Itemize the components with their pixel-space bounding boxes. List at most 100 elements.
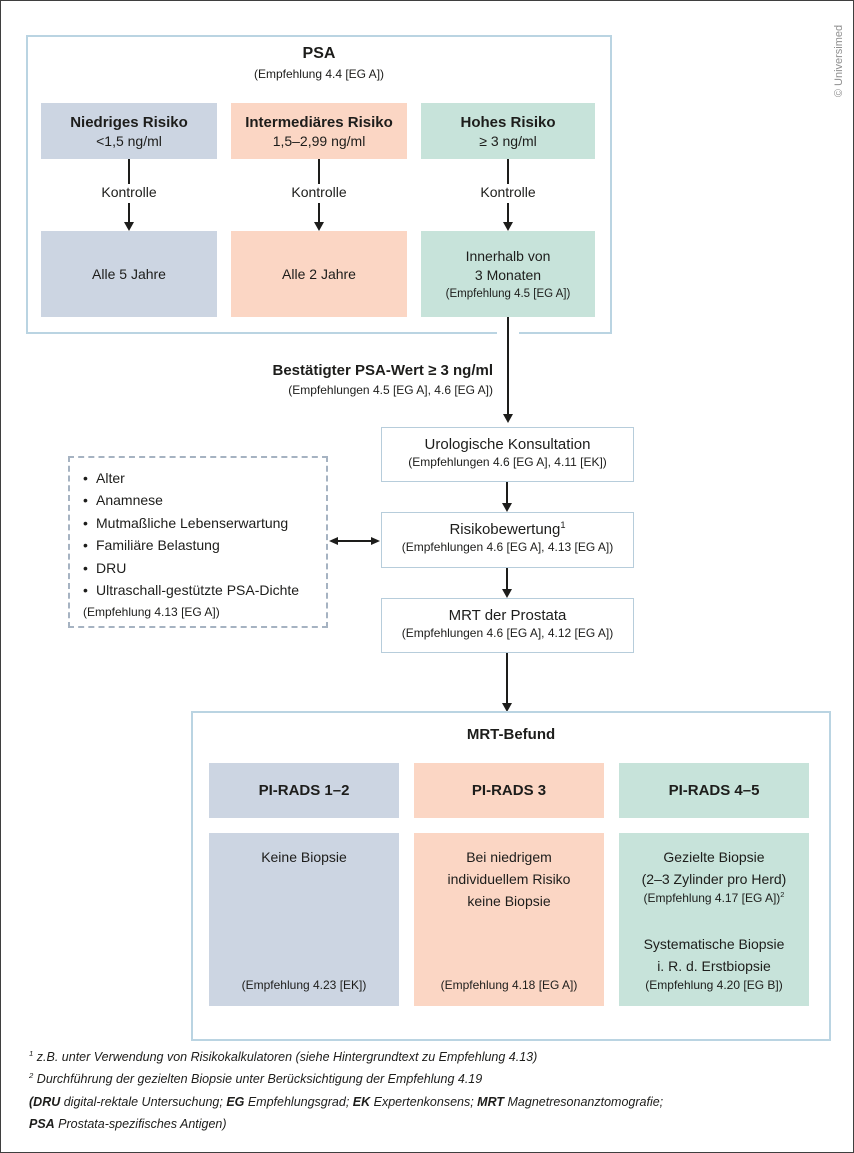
footnotes: 1 z.B. unter Verwendung von Risikokalkul… [29, 1046, 829, 1136]
pirads-4-5-block2-line1: Systematische Biopsie [643, 936, 785, 952]
pirads-3-text-line1: Bei niedrigem [466, 849, 552, 865]
abbr-eg-def: Empfehlungsgrad; [244, 1094, 353, 1109]
action-box-intermediate: Alle 2 Jahre [231, 231, 407, 317]
footnote-2-marker: 2 [29, 1071, 34, 1081]
action-box-high-note: (Empfehlung 4.5 [EG A]) [445, 287, 571, 300]
mrt-befund-title: MRT-Befund [466, 726, 556, 743]
risk-assessment-box: Risikobewertung1 (Empfehlungen 4.6 [EG A… [381, 512, 634, 568]
connector-line [337, 540, 372, 542]
copyright-credit: © Universimed [833, 24, 845, 98]
risk-factors-box: •Alter •Anamnese •Mutmaßliche Lebenserwa… [68, 456, 328, 628]
mrt-prostata-box: MRT der Prostata (Empfehlungen 4.6 [EG A… [381, 598, 634, 653]
risk-box-intermediate-value: 1,5–2,99 ng/ml [272, 132, 366, 149]
pirads-3-label: PI-RADS 3 [471, 782, 547, 799]
urologic-consultation-box: Urologische Konsultation (Empfehlungen 4… [381, 427, 634, 482]
pirads-4-5-label: PI-RADS 4–5 [668, 782, 760, 799]
risk-assessment-title: Risikobewertung1 [382, 520, 633, 540]
footnote-1-text: z.B. unter Verwendung von Risikokalkulat… [33, 1050, 538, 1064]
abbr-dru-def: digital-rektale Untersuchung; [60, 1094, 227, 1109]
action-box-high: Innerhalb von 3 Monaten (Empfehlung 4.5 … [421, 231, 595, 317]
footnote-2-text: Durchführung der gezielten Biopsie unter… [33, 1072, 483, 1087]
abbr-ek-def: Expertenkonsens; [370, 1094, 478, 1109]
pirads-3-header: PI-RADS 3 [414, 763, 604, 818]
urologic-consultation-subtitle: (Empfehlungen 4.6 [EG A], 4.11 [EK]) [408, 455, 607, 469]
list-item: • DRU [83, 557, 320, 579]
abbreviation-glossary-line1: (DRU digital-rektale Untersuchung; EG Em… [29, 1091, 829, 1113]
pirads-4-5-header: PI-RADS 4–5 [619, 763, 809, 818]
footnote-1-marker: 1 [29, 1048, 34, 1058]
list-item: • Familiäre Belastung [83, 534, 320, 556]
psa-panel-subtitle: (Empfehlung 4.4 [EG A]) [253, 67, 385, 81]
abbr-psa-def: Prostata-spezifisches Antigen) [54, 1117, 227, 1132]
pirads-3-text-line2: individuellem Risiko [447, 871, 571, 887]
list-item: • Mutmaßliche Lebenserwartung [83, 512, 320, 534]
arrow-down-icon [314, 222, 324, 231]
pirads-1-2-note: (Empfehlung 4.23 [EK]) [241, 978, 367, 992]
pirads-4-5-block1-note-text: (Empfehlung 4.17 [EG A]) [643, 891, 781, 905]
arrow-right-icon [371, 536, 380, 545]
risk-box-intermediate: Intermediäres Risiko 1,5–2,99 ng/ml [231, 103, 407, 159]
psa-panel-title: PSA [302, 45, 336, 62]
connector-line [507, 203, 509, 223]
confirmed-psa-subtitle: (Empfehlungen 4.5 [EG A], 4.6 [EG A]) [288, 383, 493, 397]
kontrolle-label-3: Kontrolle [480, 184, 536, 200]
list-item: •Anamnese [83, 489, 320, 511]
abbr-eg: EG [226, 1094, 245, 1109]
pirads-4-5-body: Gezielte Biopsie (2–3 Zylinder pro Herd)… [619, 833, 809, 1006]
connector-line [318, 203, 320, 223]
risk-assessment-footnote-marker: 1 [560, 520, 566, 530]
abbr-psa: PSA [29, 1117, 55, 1132]
pirads-1-2-label: PI-RADS 1–2 [258, 782, 350, 799]
connector-line [506, 568, 508, 589]
action-box-intermediate-text: Alle 2 Jahre [282, 265, 356, 282]
arrow-down-icon [503, 414, 513, 423]
factor-lebenserwartung: Mutmaßliche Lebenserwartung [96, 514, 289, 531]
pirads-1-2-header: PI-RADS 1–2 [209, 763, 399, 818]
abbreviation-glossary-line2: PSA Prostata-spezifisches Antigen) [29, 1113, 829, 1135]
pirads-3-text-block: Bei niedrigem individuellem Risiko keine… [418, 846, 600, 912]
factor-anamnese: Anamnese [96, 492, 163, 509]
risk-factors-note: (Empfehlung 4.13 [EG A]) [83, 605, 220, 620]
action-box-high-line2: 3 Monaten [474, 266, 542, 283]
footnote-2: 2 Durchführung der gezielten Biopsie unt… [29, 1068, 829, 1090]
pirads-4-5-block1-note: (Empfehlung 4.17 [EG A])2 [623, 890, 805, 906]
action-box-high-line1: Innerhalb von [465, 247, 551, 264]
pirads-1-2-body: Keine Biopsie (Empfehlung 4.23 [EK]) [209, 833, 399, 1006]
risk-assessment-subtitle: (Empfehlungen 4.6 [EG A], 4.13 [EG A]) [401, 540, 614, 554]
connector-line [507, 317, 509, 415]
mrt-prostata-title: MRT der Prostata [448, 607, 567, 624]
risk-box-low-title: Niedriges Risiko [70, 113, 188, 131]
list-item: •Ultraschall-gestützte PSA-Dichte [83, 579, 320, 601]
abbr-dru: (DRU [29, 1094, 61, 1109]
arrow-left-icon [329, 536, 338, 545]
risk-box-intermediate-title: Intermediäres Risiko [245, 113, 393, 131]
connector-line [506, 653, 508, 703]
kontrolle-label-1: Kontrolle [101, 184, 157, 200]
pirads-3-text-line3: keine Biopsie [467, 893, 551, 909]
factor-alter: Alter [96, 470, 125, 486]
risk-box-high-title: Hohes Risiko [460, 113, 556, 131]
pirads-3-note: (Empfehlung 4.18 [EG A]) [440, 978, 578, 992]
bullet-dot: • [83, 582, 88, 599]
action-box-low-text: Alle 5 Jahre [92, 265, 166, 282]
list-item: •Alter [83, 467, 320, 489]
confirmed-psa-title: Bestätigter PSA-Wert ≥ 3 ng/ml [272, 362, 494, 379]
pirads-4-5-note: (Empfehlung 4.20 [EG B]) [645, 978, 783, 992]
pirads-3-body: Bei niedrigem individuellem Risiko keine… [414, 833, 604, 1006]
risk-box-low-value: <1,5 ng/ml [96, 132, 162, 149]
risk-box-high-value: ≥ 3 ng/ml [479, 132, 537, 149]
pirads-1-2-text: Keine Biopsie [261, 849, 347, 865]
kontrolle-label-2: Kontrolle [291, 184, 347, 200]
connector-line [506, 482, 508, 503]
arrow-down-icon [503, 222, 513, 231]
pirads-4-5-block1-line1: Gezielte Biopsie [663, 849, 765, 865]
bullet-dot: • [83, 559, 88, 576]
footnote-1: 1 z.B. unter Verwendung von Risikokalkul… [29, 1046, 829, 1068]
factor-dru: DRU [96, 559, 127, 576]
connector-line [128, 159, 130, 184]
factor-familiaere-belastung: Familiäre Belastung [96, 537, 220, 554]
bullet-dot: • [83, 537, 88, 554]
abbr-mrt: MRT [477, 1094, 505, 1109]
bullet-dot: • [83, 514, 88, 531]
